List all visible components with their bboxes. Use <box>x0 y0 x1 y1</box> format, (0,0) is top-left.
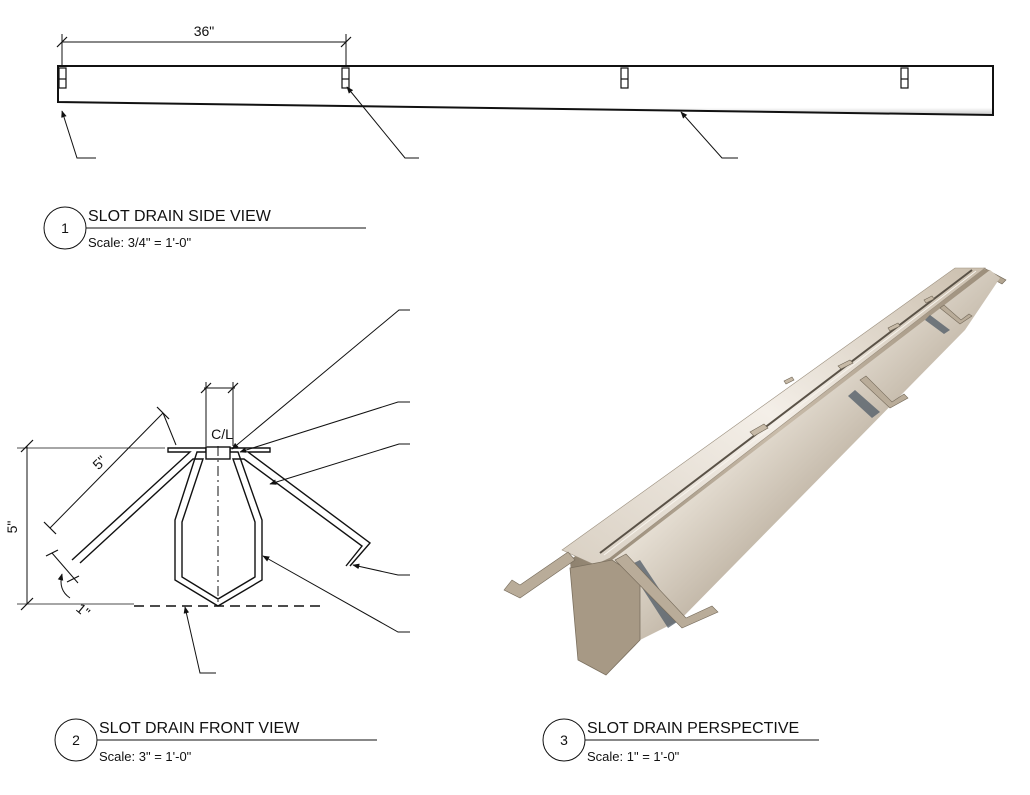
front-centerline-label: C/L <box>211 426 233 442</box>
view-title-2: SLOT DRAIN FRONT VIEW <box>99 720 300 737</box>
side-dimension-tick-left <box>56 36 68 48</box>
front-leg-dim-label: 5" <box>89 452 109 472</box>
perspective-slot <box>599 269 973 554</box>
front-leader-6 <box>183 606 216 674</box>
front-height-dim-label: 5" <box>4 521 20 534</box>
view-number-3: 3 <box>560 732 568 748</box>
front-leg-dim-line <box>49 412 164 529</box>
perspective-leg-right-far <box>939 304 973 325</box>
front-view-drawing: C/L 5" 5" 1" <box>4 309 410 674</box>
front-leader-4 <box>352 563 410 576</box>
front-leader-5 <box>262 555 410 633</box>
title-block-front-view: 2 SLOT DRAIN FRONT VIEW Scale: 3" = 1'-0… <box>54 718 377 764</box>
view-scale-3: Scale: 1" = 1'-0" <box>587 749 680 764</box>
front-leader-1 <box>231 309 410 450</box>
side-view-drawing: 36" <box>56 23 994 159</box>
view-title-1: SLOT DRAIN SIDE VIEW <box>88 208 272 225</box>
perspective-body-right <box>612 270 1000 640</box>
title-block-perspective: 3 SLOT DRAIN PERSPECTIVE Scale: 1" = 1'-… <box>542 718 819 764</box>
side-dimension-tick-right <box>340 36 352 48</box>
view-scale-1: Scale: 3/4" = 1'-0" <box>88 235 192 250</box>
view-scale-2: Scale: 3" = 1'-0" <box>99 749 192 764</box>
view-number-2: 2 <box>72 732 80 748</box>
front-lip-arc <box>57 573 71 599</box>
front-drain-profile-outer <box>71 447 372 607</box>
side-leader-2 <box>346 86 419 159</box>
view-title-3: SLOT DRAIN PERSPECTIVE <box>587 720 799 737</box>
perspective-leg-left <box>503 551 576 599</box>
front-lip-dim-label: 1" <box>73 600 93 620</box>
front-drain-profile-inner <box>79 458 364 600</box>
perspective-slot-tabs <box>749 295 935 437</box>
front-leader-2 <box>239 401 410 453</box>
perspective-render <box>503 267 1007 676</box>
side-slot-tabs <box>58 67 909 89</box>
title-block-side-view: 1 SLOT DRAIN SIDE VIEW Scale: 3/4" = 1'-… <box>43 206 366 250</box>
side-leader-3 <box>680 111 738 159</box>
perspective-top-flange <box>561 267 986 566</box>
side-leader-1 <box>61 110 96 159</box>
perspective-leg-right-mid <box>859 375 909 409</box>
side-drain-body <box>57 65 994 117</box>
front-leader-3 <box>269 443 410 485</box>
perspective-end-cap <box>569 559 641 676</box>
perspective-leg-right-near <box>614 553 719 629</box>
view-number-1: 1 <box>61 220 69 236</box>
side-dimension-label: 36" <box>194 23 215 39</box>
